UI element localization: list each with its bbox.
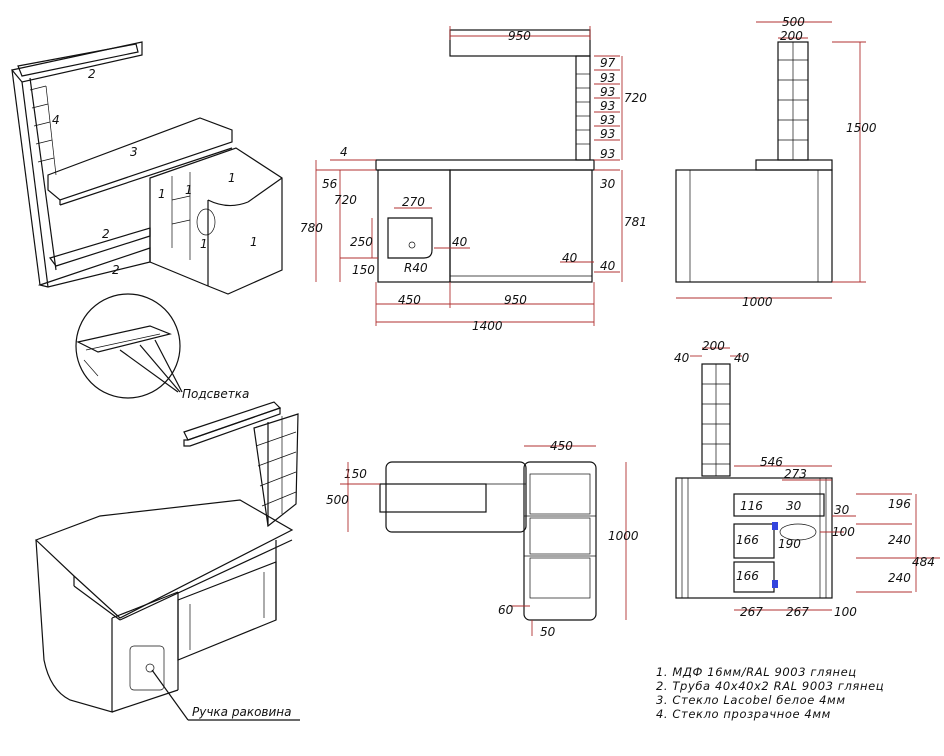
part-label: 1	[185, 183, 193, 197]
dim-label: R40	[404, 261, 428, 275]
dim-label: 116	[740, 499, 763, 513]
dim-label: 200	[780, 29, 803, 43]
lighting-detail: Подсветка	[75, 293, 249, 401]
dim-label: 196	[888, 497, 911, 511]
dim-label: 40	[562, 251, 578, 265]
dim-label: 93	[600, 71, 615, 85]
legend-item: 1. МДФ 16мм/RAL 9003 глянец	[656, 665, 857, 679]
dim-label: 780	[300, 221, 323, 235]
dim-label: 950	[504, 293, 527, 307]
materials-legend: 1. МДФ 16мм/RAL 9003 глянец 2. Труба 40х…	[656, 665, 884, 721]
part-label: 1	[158, 187, 166, 201]
dim-label: 40	[674, 351, 690, 365]
dim-label: 50	[540, 625, 556, 639]
dim-label: 30	[600, 177, 616, 191]
marker	[772, 522, 778, 530]
dim-label: 781	[624, 215, 647, 229]
part-label: 2	[88, 67, 96, 81]
dim-label: 40	[452, 235, 468, 249]
sink-handle-callout: Ручка раковина	[151, 669, 300, 721]
dim-label: 1000	[742, 295, 773, 309]
dim-label: 97	[600, 56, 616, 70]
part-label: 1	[200, 237, 208, 251]
legend-item: 3. Стекло Lacobel белое 4мм	[656, 693, 846, 707]
dim-label: 150	[352, 263, 375, 277]
dim-label: 40	[600, 259, 616, 273]
dim-label: 150	[344, 467, 367, 481]
part-label: 4	[52, 113, 60, 127]
part-label: 3	[130, 145, 138, 159]
dim-label: 240	[888, 533, 911, 547]
dim-label: 250	[350, 235, 373, 249]
plan-view	[379, 461, 597, 621]
dim-label: 450	[550, 439, 573, 453]
dim-label: 240	[888, 571, 911, 585]
plan-dimensions: 450 150 500 1000 60 50	[326, 439, 639, 639]
sink-handle-label: Ручка раковина	[192, 705, 291, 719]
side-elevation	[675, 41, 833, 283]
dim-label: 4	[340, 145, 348, 159]
dim-label: 93	[600, 113, 615, 127]
part-label: 2	[102, 227, 110, 241]
dim-label: 484	[912, 555, 935, 569]
front-dimensions: 950 97 93 93 93 93 93 93 720 4 56 720 30…	[300, 26, 647, 333]
dim-label: 1000	[608, 529, 639, 543]
dim-label: 30	[786, 499, 802, 513]
dim-label: 190	[778, 537, 801, 551]
dim-label: 166	[736, 569, 759, 583]
part-label: 1	[250, 235, 258, 249]
front-elevation	[375, 29, 595, 283]
dim-label: 100	[834, 605, 857, 619]
isometric-view-top	[10, 41, 283, 295]
dim-label: 100	[832, 525, 855, 539]
dim-label: 267	[786, 605, 809, 619]
legend-item: 2. Труба 40х40х2 RAL 9003 глянец	[656, 679, 884, 693]
dim-label: 40	[734, 351, 750, 365]
dim-label: 270	[402, 195, 425, 209]
lighting-label: Подсветка	[182, 387, 249, 401]
dim-label: 267	[740, 605, 763, 619]
part-label: 1	[228, 171, 236, 185]
dim-label: 93	[600, 147, 615, 161]
dim-label: 950	[508, 29, 531, 43]
dim-label: 1400	[472, 319, 503, 333]
dim-label: 546	[760, 455, 783, 469]
dim-label: 500	[326, 493, 349, 507]
dim-label: 273	[784, 467, 807, 481]
dim-label: 93	[600, 127, 615, 141]
legend-item: 4. Стекло прозрачное 4мм	[656, 707, 831, 721]
side-dimensions: 500 200 1500 1000	[676, 15, 877, 309]
dim-label: 720	[624, 91, 647, 105]
dim-label: 450	[398, 293, 421, 307]
dim-label: 1500	[846, 121, 877, 135]
section-view	[675, 363, 833, 599]
dim-label: 500	[782, 15, 805, 29]
isometric-view-bottom	[34, 401, 299, 713]
dim-label: 720	[334, 193, 357, 207]
dim-label: 30	[834, 503, 850, 517]
marker	[772, 580, 778, 588]
dim-label: 56	[322, 177, 338, 191]
dim-label: 60	[498, 603, 514, 617]
section-dimensions: 200 40 40 546 273 116 30 30 100 196 190 …	[674, 339, 940, 619]
dim-label: 93	[600, 99, 615, 113]
isometric-part-labels: 2 4 3 1 1 1 1 1 2 2	[52, 67, 258, 277]
dim-label: 166	[736, 533, 759, 547]
part-label: 2	[112, 263, 120, 277]
dim-label: 93	[600, 85, 615, 99]
dim-label: 200	[702, 339, 725, 353]
